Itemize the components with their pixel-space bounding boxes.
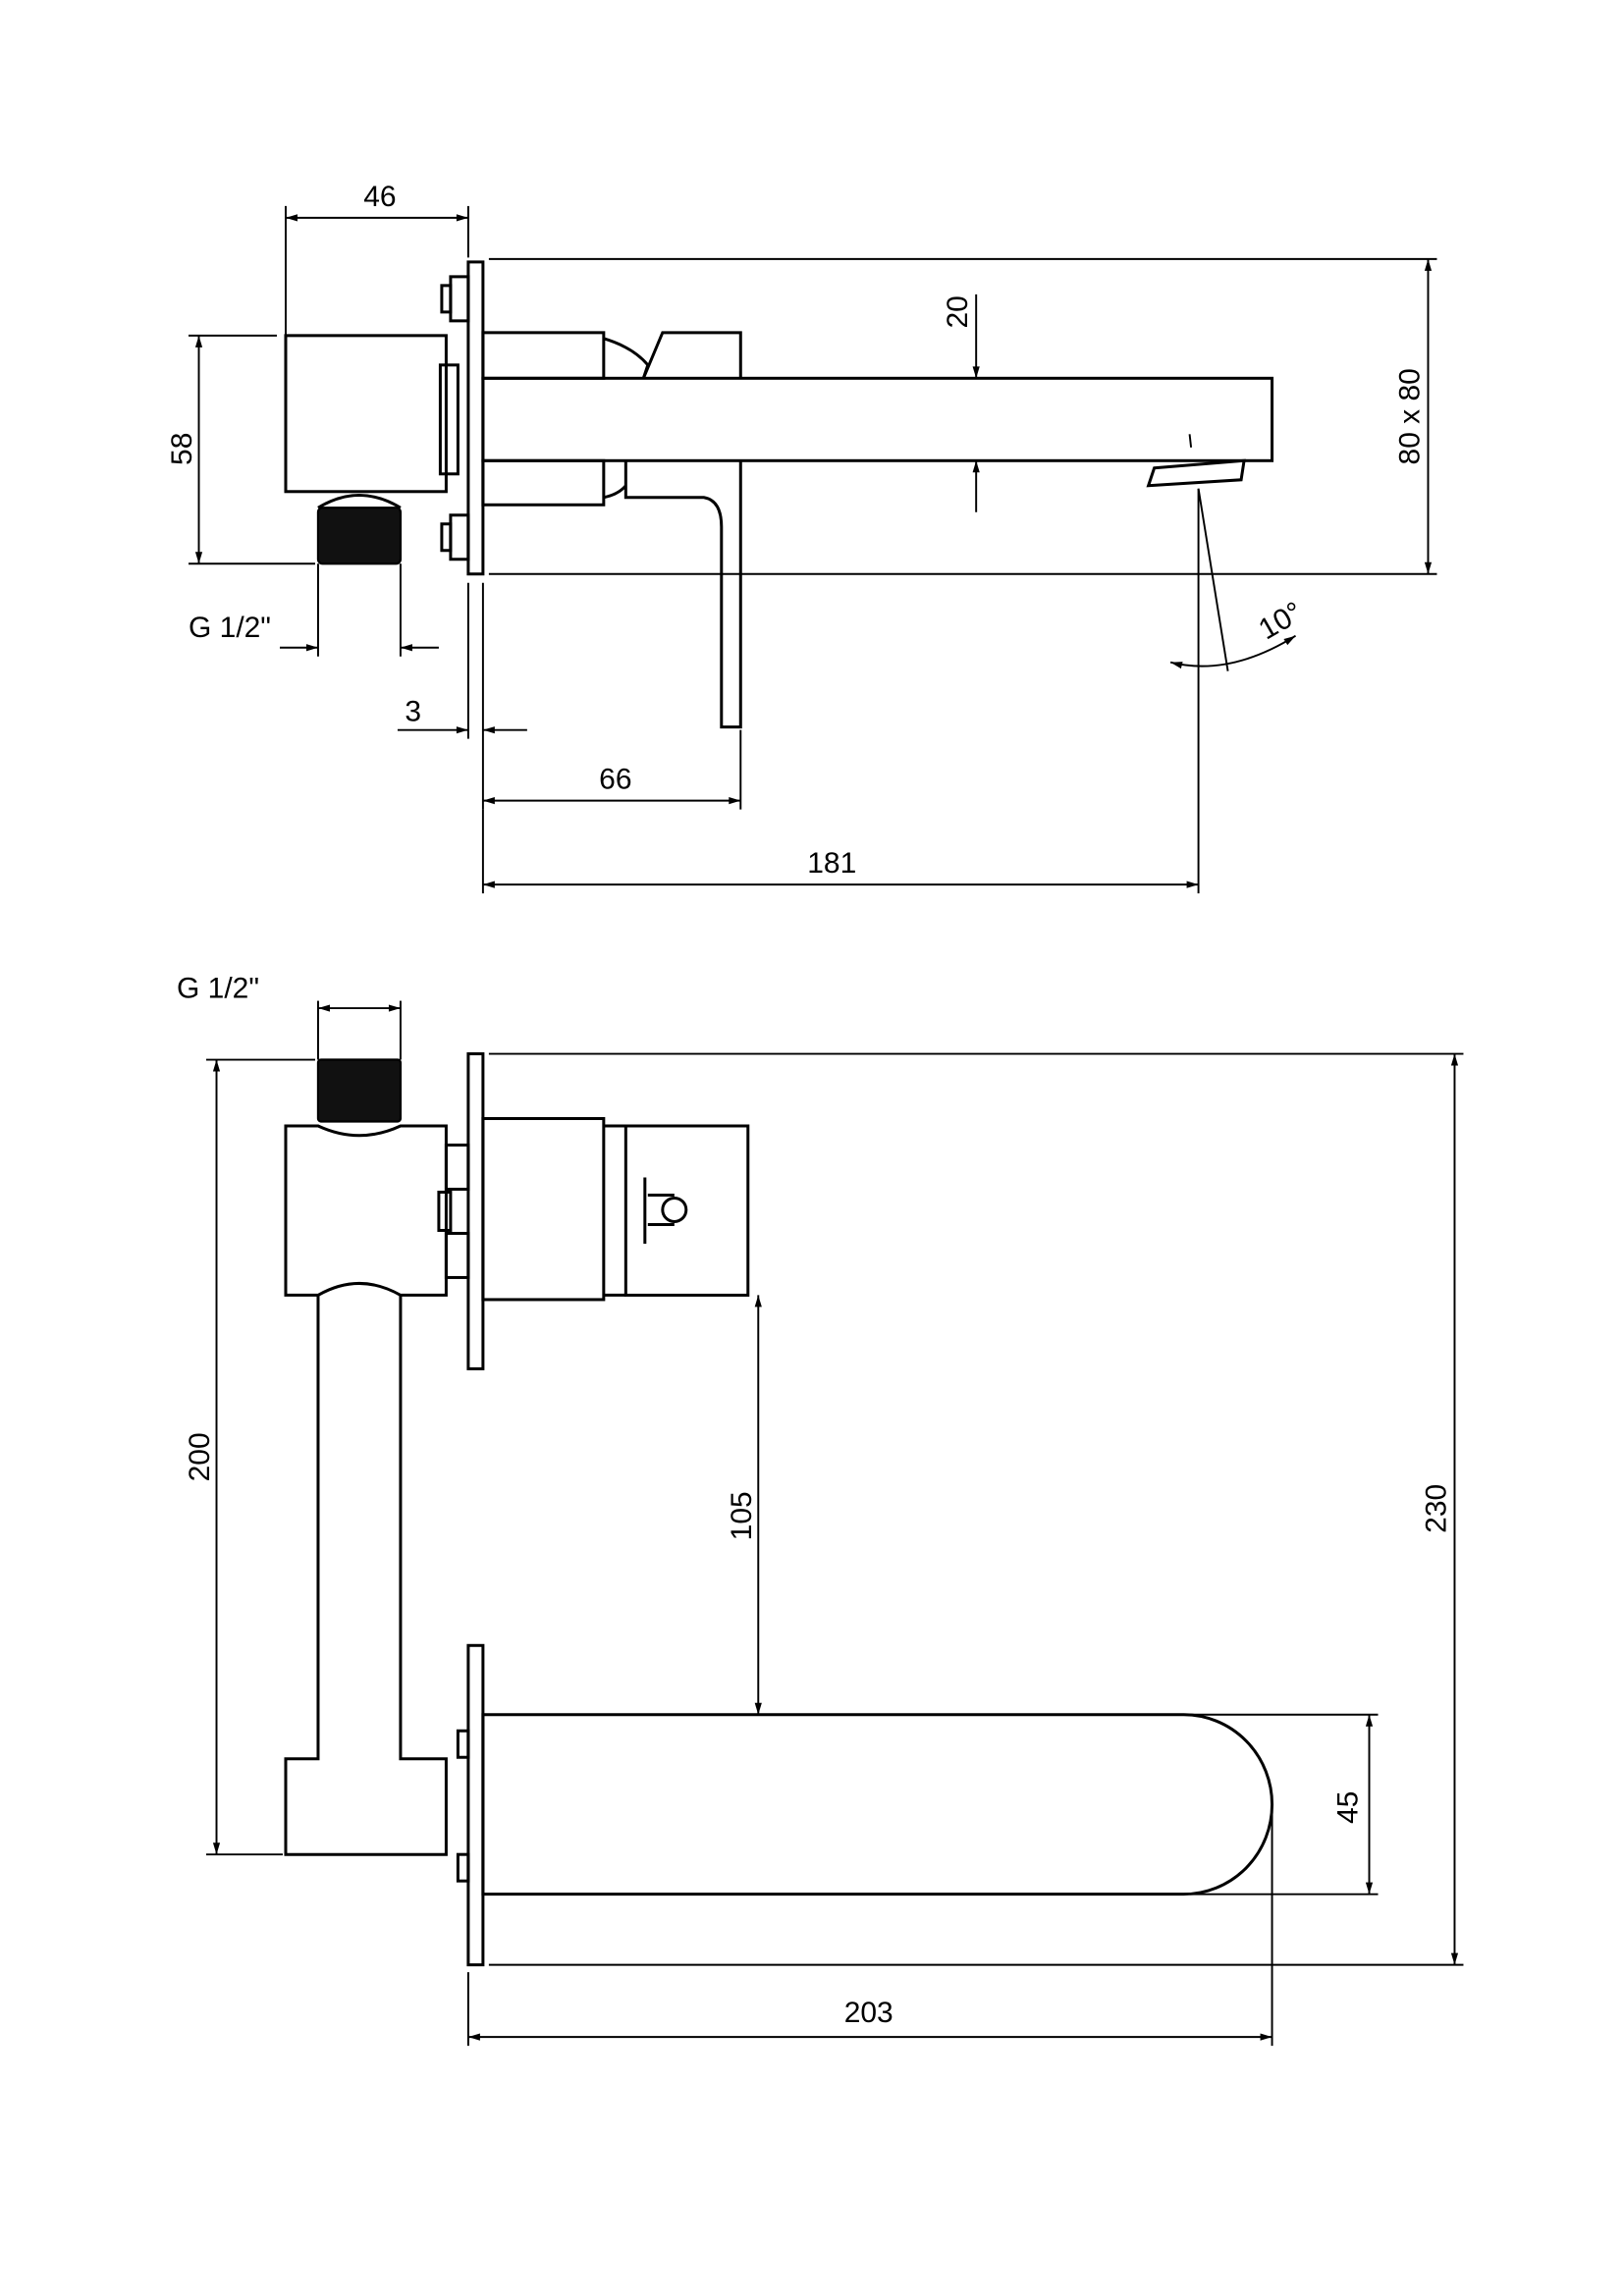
valve-body xyxy=(284,334,448,494)
dim-3: 3 xyxy=(405,696,421,728)
top-view: G 1/2" 200 105 45 230 203 xyxy=(177,973,1464,2047)
side-view: 46 58 G 1/2" 3 66 181 10° 20 xyxy=(166,181,1437,894)
dim-angle: 10° xyxy=(1254,596,1309,646)
lever xyxy=(641,331,742,379)
dim-thread-side: G 1/2" xyxy=(189,612,271,644)
spout xyxy=(481,376,1274,462)
dim-46: 46 xyxy=(363,181,396,213)
dim-66: 66 xyxy=(599,764,631,796)
aerator xyxy=(1146,458,1246,488)
dim-58: 58 xyxy=(166,433,198,465)
valve-body-top xyxy=(284,1124,448,1297)
spout-top xyxy=(481,1713,1273,1896)
dim-203: 203 xyxy=(844,1997,893,2029)
wall-plate-lower xyxy=(466,1643,485,1967)
wall-plate xyxy=(466,260,485,576)
dim-230: 230 xyxy=(1420,1484,1452,1533)
inlet-thread xyxy=(316,507,403,565)
dim-181: 181 xyxy=(807,847,856,880)
handle xyxy=(623,1124,750,1297)
inlet-thread-top xyxy=(316,1058,403,1123)
dim-200: 200 xyxy=(184,1432,216,1481)
dim-20: 20 xyxy=(942,295,974,328)
riser-pipe xyxy=(284,1295,448,1856)
dim-45: 45 xyxy=(1332,1791,1365,1824)
wall-plate-upper xyxy=(466,1052,485,1370)
dim-105: 105 xyxy=(726,1491,758,1540)
dim-thread-top: G 1/2" xyxy=(177,973,259,1005)
dim-plate: 80 x 80 xyxy=(1393,368,1426,464)
